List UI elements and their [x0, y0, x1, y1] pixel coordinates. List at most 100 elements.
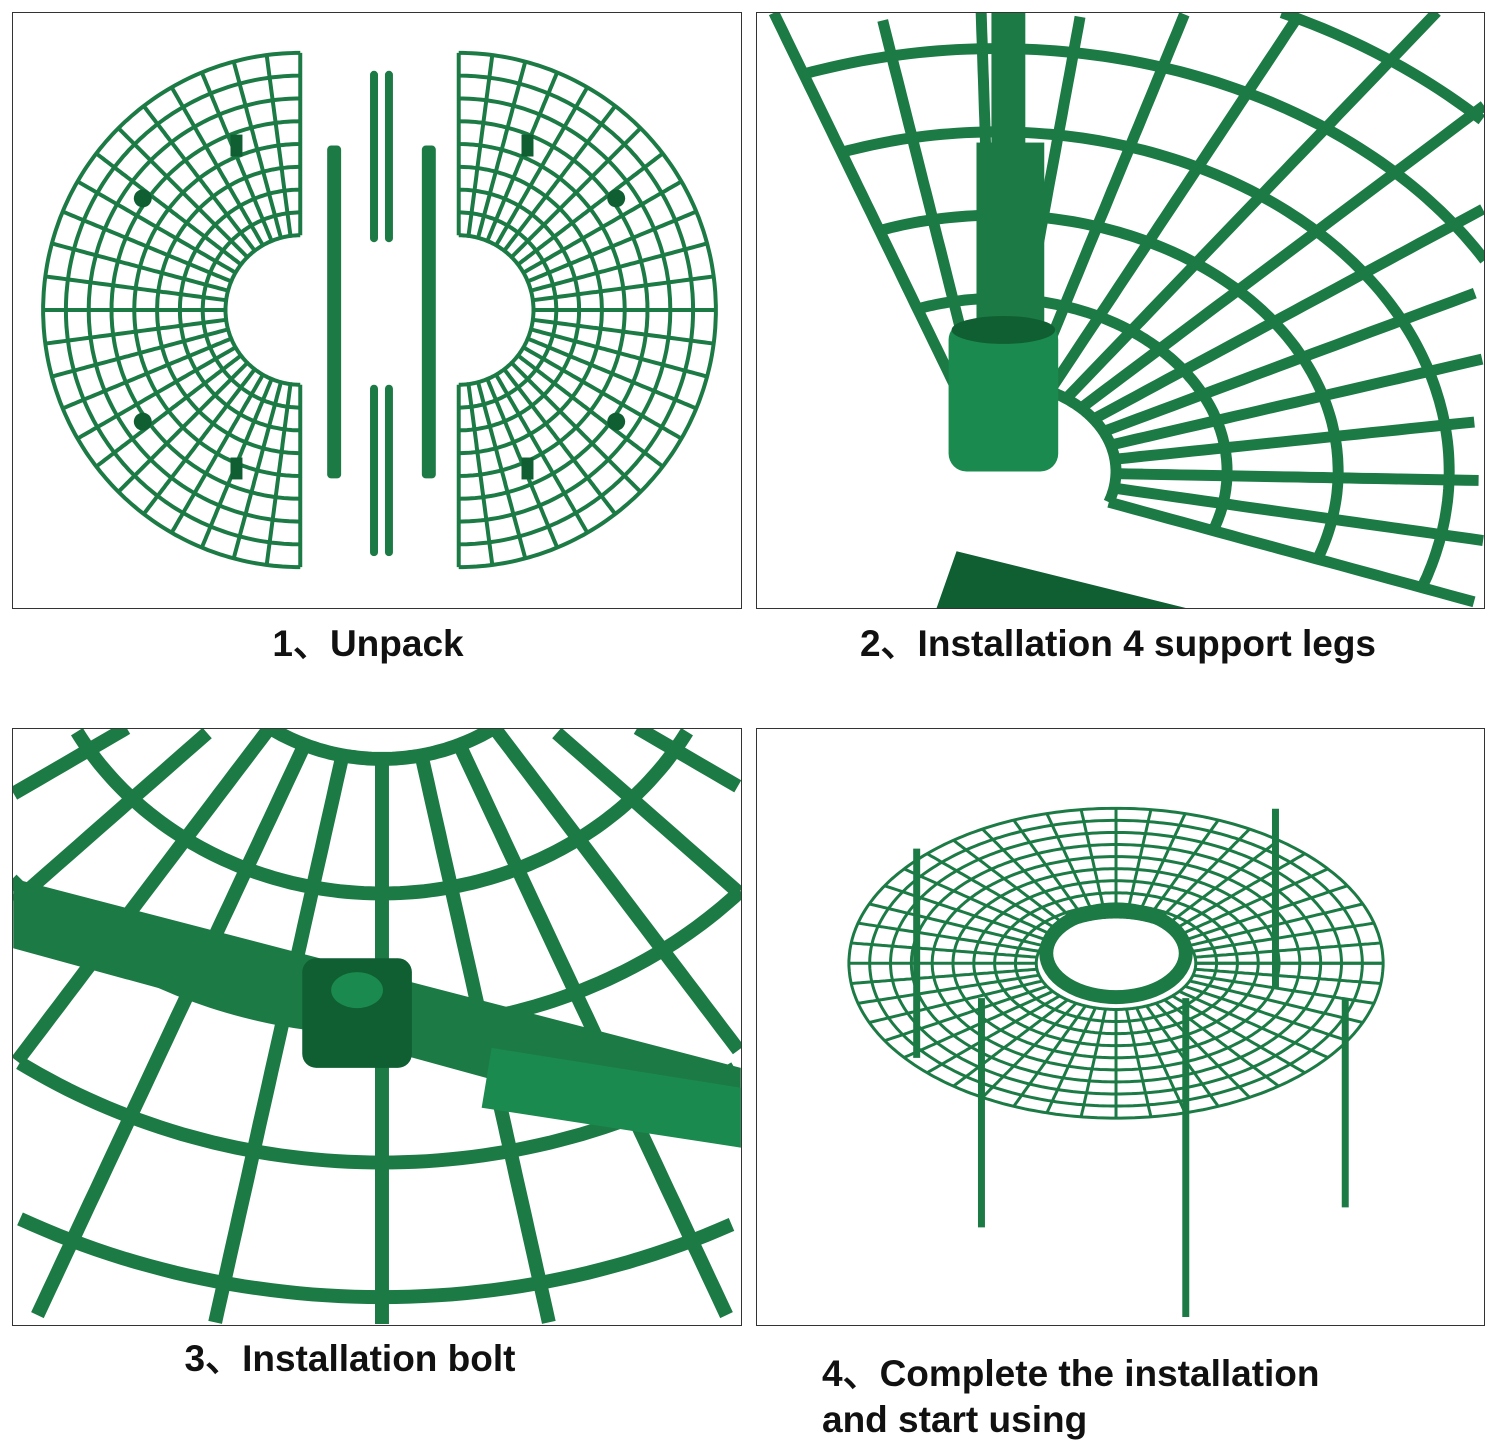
step-1-image — [12, 12, 742, 609]
grid-spoke — [494, 86, 590, 247]
grid-spoke — [851, 967, 1038, 985]
grid-spoke — [1171, 852, 1306, 932]
grid-spoke — [1079, 1008, 1108, 1118]
grid-spoke — [530, 327, 708, 379]
grid-spoke — [1045, 1007, 1097, 1114]
mount-dot — [133, 412, 152, 431]
grid-spoke — [1113, 482, 1484, 546]
grid-spoke — [31, 741, 311, 1319]
grid-spoke — [1178, 989, 1329, 1059]
grid-spoke — [1145, 819, 1220, 922]
grid-spoke — [466, 54, 495, 237]
grid-spoke — [1045, 812, 1097, 920]
grid-spoke — [45, 274, 227, 303]
grid-spoke — [502, 104, 617, 252]
leg-socket — [230, 457, 243, 480]
grid-spoke — [488, 729, 741, 1055]
grid-spoke — [76, 345, 237, 441]
bolt-head — [331, 972, 383, 1009]
step-4-caption-line1: 4、Complete the installation — [822, 1353, 1320, 1394]
grid-spoke — [1114, 416, 1475, 465]
grid-ring — [802, 43, 1484, 264]
grid-spoke — [231, 61, 283, 239]
grid-spoke — [868, 979, 1043, 1024]
bar-overlap — [481, 1047, 741, 1148]
grid-spoke — [502, 368, 617, 516]
grid-spoke — [1178, 867, 1329, 937]
grid-spoke — [1192, 921, 1375, 953]
mount-dot — [133, 189, 152, 208]
grid-spoke — [522, 179, 683, 275]
grid-ring — [266, 729, 498, 766]
grid-spoke — [532, 274, 714, 303]
grid-spoke — [95, 151, 243, 267]
step-1-caption: 1、Unpack — [272, 623, 464, 664]
grid-spoke — [527, 336, 698, 411]
grid-spoke — [231, 381, 283, 559]
grid-spoke — [476, 381, 528, 559]
grid-spoke — [884, 984, 1048, 1043]
connector-bar — [421, 145, 436, 479]
bracket — [936, 551, 1186, 608]
grid-spoke — [510, 361, 642, 494]
grid-spoke — [516, 151, 664, 267]
grid-spoke — [264, 383, 293, 566]
grid-spoke — [926, 994, 1061, 1075]
grid-spoke — [169, 86, 265, 247]
grid-spoke — [51, 327, 229, 379]
leg-socket — [521, 457, 534, 480]
grid-spoke — [532, 317, 714, 346]
grid-spoke — [530, 241, 708, 293]
grid-spoke — [1101, 288, 1477, 437]
support-leg-piece — [370, 70, 378, 243]
grid-spoke — [1154, 1002, 1251, 1099]
grid-spoke — [857, 921, 1040, 953]
right-half-grid — [456, 50, 718, 570]
grid-spoke — [1107, 496, 1476, 608]
grid-spoke — [1194, 967, 1381, 985]
grid-spoke — [1062, 13, 1441, 403]
grid-spoke — [117, 126, 249, 259]
assembled-support-illustration — [847, 806, 1385, 1318]
leg-sleeve — [976, 142, 1045, 342]
mount-dot — [607, 189, 626, 208]
grid-spoke — [1090, 204, 1484, 424]
step-3-caption: 3、Installation bolt — [184, 1338, 516, 1379]
grid-spoke — [952, 839, 1069, 928]
grid-spoke — [768, 13, 961, 390]
grid-spoke — [868, 902, 1043, 947]
step-3-image — [12, 728, 742, 1326]
grid-closeup — [768, 13, 1484, 608]
grid-spoke — [1189, 979, 1364, 1024]
grid-spoke — [1012, 1005, 1087, 1108]
grid-spoke — [1012, 819, 1087, 922]
grid-spoke — [527, 209, 698, 284]
grid-spoke — [45, 317, 227, 346]
grid-spoke — [142, 104, 257, 252]
support-leg-closeup-illustration — [768, 13, 1484, 608]
grid-spoke — [952, 998, 1069, 1088]
grid-spoke — [76, 179, 237, 275]
grid-spoke — [1077, 101, 1484, 413]
support-leg-piece — [370, 384, 378, 557]
grid-spoke — [1171, 994, 1306, 1075]
assembled-grid — [847, 806, 1385, 1120]
connector-bar — [327, 145, 342, 479]
grid-spoke — [633, 729, 741, 793]
grid-spoke — [200, 71, 274, 242]
grid-spoke — [857, 973, 1040, 1005]
grid-spoke — [1124, 1008, 1153, 1118]
grid-spoke — [1109, 353, 1484, 451]
grid-spoke — [1184, 884, 1348, 942]
grid-spoke — [1135, 812, 1187, 920]
step-2-caption: 2、Installation 4 support legs — [859, 623, 1377, 664]
grid-spoke — [1184, 984, 1348, 1043]
grid-spoke — [981, 828, 1078, 925]
leg-socket — [948, 321, 1059, 472]
grid-spoke — [1163, 839, 1280, 928]
grid-spoke — [13, 729, 212, 908]
grid-spoke — [516, 353, 664, 469]
grid-spoke — [1026, 13, 1190, 388]
grid-spoke — [142, 368, 257, 516]
grid-spoke — [51, 241, 229, 293]
